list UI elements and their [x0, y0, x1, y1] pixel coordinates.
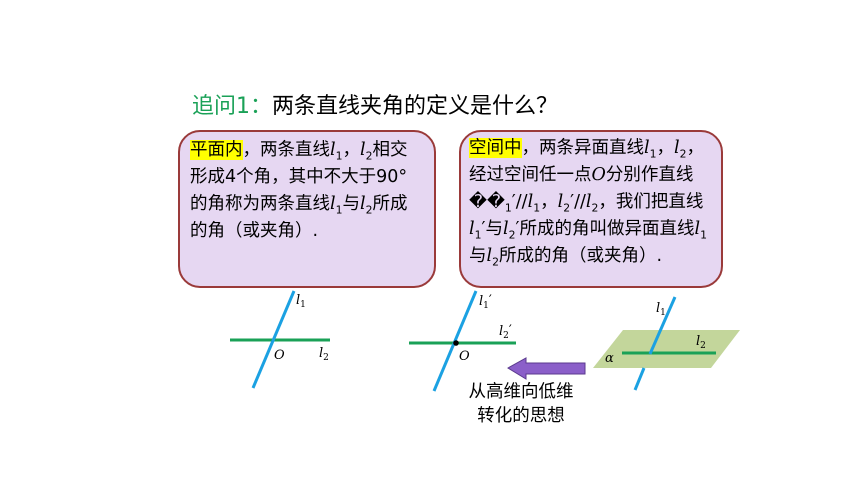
spatial-definition-box: 空间中，两条异面直线l1，l2，经过空间任一点O分别作直线��1′//l1，l2… [459, 130, 723, 288]
symbol-sub: 1 [700, 228, 708, 242]
spatial-text: 与 [469, 246, 487, 266]
label-l1-3: l1 [656, 301, 666, 318]
planar-text: 与 [342, 194, 361, 214]
conversion-arrow [507, 357, 586, 380]
symbol-l: l [694, 219, 701, 239]
label-l2-prime: l2′ [499, 323, 512, 341]
arrow-caption-line2: 转化的思想 [477, 406, 565, 426]
spatial-text: ， [656, 138, 675, 158]
question-prefix: 追问1： [192, 94, 272, 119]
planar-text: 相交形成4个角，其中不大于90°的角称为两条直线 [190, 140, 408, 214]
symbol-l: l [527, 192, 534, 212]
symbol-sub: 2 [365, 149, 373, 163]
planar-text: 所成的角（或夹角）. [190, 194, 408, 241]
label-l1-prime: l1′ [479, 293, 492, 311]
symbol-sub: 1 [533, 201, 541, 215]
symbol-prime: ′ [570, 192, 575, 212]
question-text: 两条直线夹角的定义是什么？ [272, 94, 559, 119]
symbol-l: l [557, 192, 564, 212]
spatial-text: ， [540, 192, 558, 212]
planar-text: ，两条直线 [242, 140, 331, 160]
spatial-text: 分别作直线 [605, 165, 694, 185]
spatial-text: 所成的角（或夹角）. [499, 246, 663, 266]
plane-alpha [593, 330, 740, 368]
label-alpha: α [605, 351, 614, 366]
symbol-l: l [644, 138, 650, 158]
arrow-caption: 从高维向低维 转化的思想 [458, 380, 584, 428]
symbol-sub: 2 [508, 228, 516, 242]
planar-highlight: 平面内 [190, 140, 243, 160]
symbol-l: l [360, 140, 366, 160]
spatial-text: 所成的角叫做异面直线 [519, 219, 695, 239]
symbol-l: l [469, 219, 475, 239]
spatial-highlight: 空间中 [469, 138, 522, 158]
spatial-text: ，我们把直线 [598, 192, 704, 212]
spatial-text: 与 [485, 219, 504, 239]
symbol-sub: 1 [335, 203, 343, 217]
spatial-text: ，两条异面直线 [521, 138, 645, 158]
label-l2: l2 [319, 346, 329, 363]
label-l1: l1 [296, 293, 306, 310]
label-l2-3: l2 [696, 334, 706, 351]
label-origin-2: O [459, 349, 470, 364]
figure-translated-lines: l1′ O l2′ [409, 290, 516, 392]
planar-text: ， [342, 140, 361, 160]
symbol-l: l [330, 194, 336, 214]
point-O [453, 340, 459, 346]
symbol-l: l [674, 138, 680, 158]
symbol-l: l [585, 192, 592, 212]
symbol-sub: 2 [591, 201, 599, 215]
line-l1-above-plane [648, 296, 677, 355]
symbol-sub: 1 [335, 149, 343, 163]
arrow-left-icon [507, 357, 586, 380]
symbol-l: l [330, 140, 336, 160]
line-l1-below-plane [633, 367, 646, 391]
figure-planar-intersection: l1 O l2 [230, 290, 330, 389]
symbol-sub: 1 [649, 147, 657, 161]
symbol-l: l [360, 194, 366, 214]
symbol-O: O [591, 165, 606, 185]
symbol-sub: 1 [504, 201, 512, 215]
symbol-sub: 1 [474, 228, 482, 242]
symbol-sub: 2 [492, 255, 500, 269]
symbol-prime: ′ [481, 219, 486, 239]
question-heading: 追问1：两条直线夹角的定义是什么？ [192, 88, 558, 120]
symbol-sub: 2 [679, 147, 687, 161]
line-l1 [251, 290, 296, 389]
symbol-sub: 2 [563, 201, 571, 215]
label-origin: O [274, 348, 285, 363]
spatial-text: // [515, 192, 528, 212]
garbled-glyphs: �� [469, 192, 505, 212]
symbol-l: l [486, 246, 493, 266]
spatial-text: ，经过空间任一点 [469, 138, 705, 185]
symbol-l: l [503, 219, 509, 239]
figure-skew-lines-plane: l1 l2 α [593, 296, 740, 391]
symbol-sub: 2 [365, 203, 373, 217]
symbol-prime: ′ [511, 192, 516, 212]
planar-definition-box: 平面内，两条直线l1，l2相交形成4个角，其中不大于90°的角称为两条直线l1与… [178, 130, 436, 288]
symbol-prime: ′ [515, 219, 520, 239]
arrow-caption-line1: 从高维向低维 [468, 382, 574, 402]
spatial-text: // [574, 192, 586, 212]
